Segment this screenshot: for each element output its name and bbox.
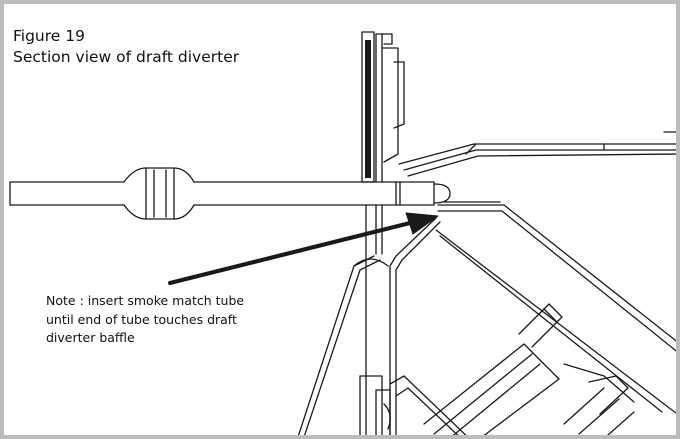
tube-end-cap — [395, 181, 451, 206]
note-callout: Note : insert smoke match tube until end… — [46, 292, 244, 348]
note-line-2: until end of tube touches draft — [46, 311, 237, 327]
lower-bracket — [359, 303, 635, 435]
smoke-match-tube — [9, 181, 397, 206]
tube-bulb — [123, 167, 195, 220]
upper-hood — [398, 131, 676, 177]
diverter-baffle — [437, 201, 676, 352]
inner-sheet — [389, 217, 676, 435]
note-line-3: diverter baffle — [46, 330, 135, 345]
figure-label: Figure 19 — [13, 27, 85, 45]
left-leg — [297, 255, 389, 435]
leader-arrow — [167, 212, 439, 286]
figure-title: Section view of draft diverter — [13, 48, 240, 66]
note-line-1: Note : insert smoke match tube — [46, 293, 245, 308]
figure-caption: Figure 19 Section view of draft diverter — [13, 26, 240, 68]
vertical-wall — [361, 31, 405, 435]
draft-diverter-drawing — [9, 31, 676, 435]
